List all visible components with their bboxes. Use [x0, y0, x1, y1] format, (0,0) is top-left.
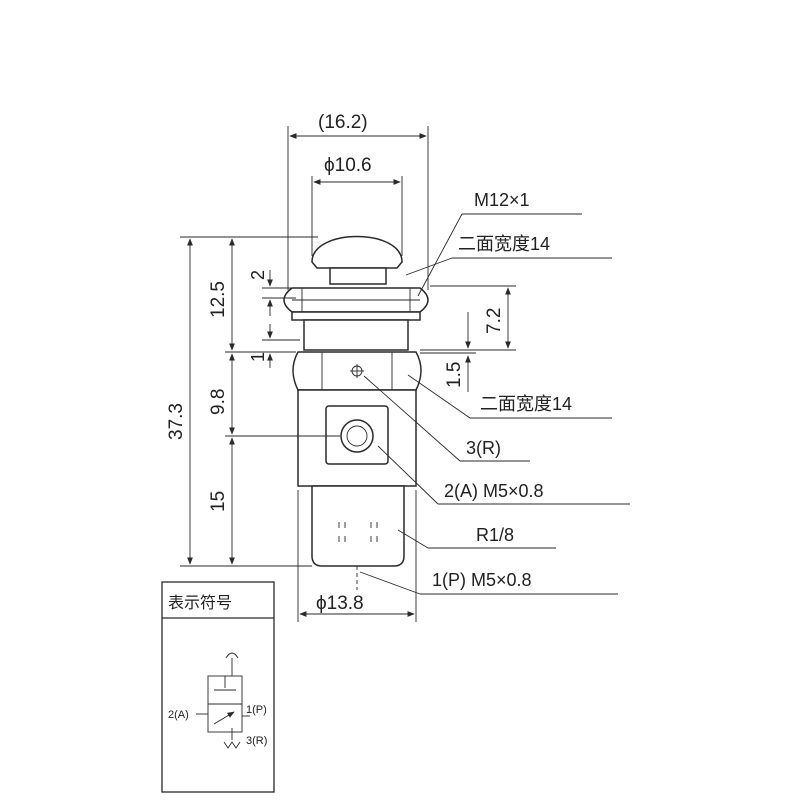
- washer: [291, 311, 421, 321]
- top-dimensions: (16.2) ϕ10.6: [287, 112, 429, 290]
- right-dimensions: 7.2 1.5: [420, 285, 516, 392]
- callout-outlet: 2(A) M5×0.8: [444, 481, 544, 501]
- callouts: M12×1 二面宽度14 二面宽度14 3(R) 2(A) M5×0.8 R1/…: [359, 190, 630, 595]
- bottom-dimensions: ϕ13.8: [297, 490, 417, 622]
- left-dimensions: 37.3 12.5 9.8 15 2 1: [166, 236, 340, 567]
- dim-small-1: 1: [248, 352, 268, 362]
- symbol-port-a: 2(A): [168, 709, 189, 721]
- dim-lower-height: 15: [208, 491, 229, 512]
- dim-thread-length: 7.2: [484, 308, 505, 334]
- callout-thread: M12×1: [474, 190, 530, 210]
- dim-button-diameter: ϕ10.6: [324, 155, 372, 176]
- symbol-port-r: 3(R): [246, 735, 267, 747]
- dim-total-height: 37.3: [166, 403, 187, 440]
- callout-flats-top: 二面宽度14: [458, 234, 550, 254]
- dim-nut-gap: 1.5: [444, 362, 465, 388]
- symbol-lower-square: [207, 703, 243, 733]
- symbol-port-p: 1(P): [246, 704, 267, 716]
- callout-exhaust: 3(R): [466, 438, 501, 458]
- thread-section: [303, 319, 409, 351]
- valve-outline: [283, 235, 429, 590]
- outlet-port: [340, 419, 374, 453]
- push-button: [311, 235, 403, 269]
- symbol-box: 表示符号 2(A) 1(P) 3(R): [161, 581, 275, 793]
- dim-body-diameter: ϕ13.8: [316, 593, 364, 614]
- dim-small-2: 2: [248, 270, 268, 280]
- dim-cap-height: 12.5: [208, 281, 229, 318]
- button-stem: [329, 267, 387, 285]
- dim-nut-height: 9.8: [208, 389, 229, 415]
- callout-flats-body: 二面宽度14: [480, 394, 572, 414]
- pipe-thread-tail: [311, 485, 405, 567]
- callout-inlet: 1(P) M5×0.8: [432, 570, 532, 590]
- symbol-box-title: 表示符号: [168, 593, 232, 612]
- dim-overall-width: (16.2): [318, 112, 368, 133]
- callout-pipe-thread: R1/8: [476, 525, 514, 545]
